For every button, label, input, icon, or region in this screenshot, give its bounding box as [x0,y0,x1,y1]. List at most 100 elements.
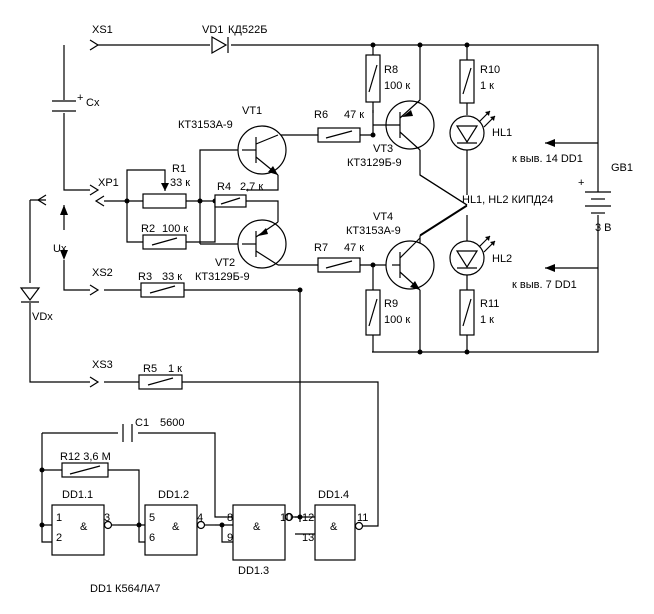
gate-dd1-4 [314,504,364,561]
vdx-label: VDx [32,311,53,323]
dd13-label: DD1.3 [238,565,269,577]
r6-label: R6 [314,109,328,121]
cx-plus: + [77,92,83,104]
xp1-label: XP1 [98,177,119,189]
xs1-connector [89,39,100,51]
resistor-r3 [140,282,185,298]
dd1-type: DD1 К564ЛА7 [90,583,161,595]
vt4-type: КТ3153А-9 [346,225,401,237]
resistor-r5 [138,374,183,390]
battery-gb1 [585,137,611,214]
r5-label: R5 [143,363,157,375]
pin-12: 12 [302,512,314,524]
diode-vdx [19,287,41,303]
resistor-r7 [317,257,361,273]
gate4-symbol: & [330,521,338,533]
pin-13: 13 [302,532,314,544]
resistor-r6 [317,127,361,143]
capacitor-cx [52,100,76,112]
transistor-vt4 [385,237,435,291]
r12-label: R12 3,6 М [60,451,111,463]
transistor-vt3 [373,99,435,151]
r3-value: 33 к [162,271,182,283]
gb1-label: GB1 [611,162,633,174]
vd1-label: VD1 [202,24,223,36]
gb-plus: + [578,177,584,189]
transistor-vt2 [237,219,287,269]
resistor-r4 [214,194,247,208]
logic-gates [51,504,364,561]
gate-dd1-3 [232,504,300,561]
connector-symbols [36,39,555,388]
r10-label: R10 [480,64,500,76]
r9-label: R9 [384,298,398,310]
xs1-label: XS1 [92,24,113,36]
c1-label: C1 [135,417,149,429]
gate2-symbol: & [172,521,180,533]
resistor-r12 [61,462,109,478]
ux-label: Ux [53,243,67,255]
vt1-label: VT1 [242,105,262,117]
vt2-type: КТ3129Б-9 [195,271,250,283]
diode-vd1 [211,35,229,55]
pin7-label: к выв. 7 DD1 [512,279,577,291]
hl2-label: HL2 [492,253,512,265]
r1-value: 33 к [170,177,190,189]
r9-value: 100 к [384,314,410,326]
r2-value: 100 к [162,223,188,235]
c1-value: 5600 [160,417,184,429]
r4-value: 2,7 к [240,181,263,193]
text-labels: XS1 VD1 КД522Б + Cx XP1 R1 33 к R4 2,7 к… [32,24,633,595]
led-hl2 [449,235,496,276]
xs3-label: XS3 [92,359,113,371]
r5-value: 1 к [168,363,182,375]
cx-label: Cx [86,97,100,109]
r8-value: 100 к [384,80,410,92]
r7-value: 47 к [344,242,364,254]
pin-8: 8 [227,512,233,524]
vt4-label: VT4 [373,211,393,223]
resistor-r1 [142,183,187,209]
vd1-type: КД522Б [228,24,267,36]
resistor-r8 [365,54,381,103]
pin14-label: к выв. 14 DD1 [512,153,583,165]
r10-value: 1 к [480,80,494,92]
r11-value: 1 к [480,314,494,326]
gb-voltage: 3 В [595,222,612,234]
r4-label: R4 [217,181,231,193]
resistor-r2 [142,234,187,250]
pin-10: 10 [280,512,292,524]
resistor-r11 [459,289,475,336]
hl-type: HL1, HL2 КИПД24 [462,194,553,206]
vt1-type: КТ3153А-9 [178,119,233,131]
gate-dd1-1 [51,504,118,556]
xs2-label: XS2 [92,267,113,279]
led-hl1 [449,110,496,151]
pin-4: 4 [197,512,203,524]
capacitor-c1 [122,424,133,442]
dd11-label: DD1.1 [62,489,93,501]
gate1-symbol: & [80,521,88,533]
gate-dd1-2 [144,504,215,556]
gate3-symbol: & [253,521,261,533]
dd14-label: DD1.4 [318,489,349,501]
pin-3: 3 [104,512,110,524]
xs3-connector [89,376,100,388]
resistor-r10 [459,59,475,104]
hl1-label: HL1 [492,127,512,139]
ux-connector-top [36,194,47,206]
r11-label: R11 [480,298,499,310]
r7-label: R7 [314,242,328,254]
pin-1: 1 [56,512,62,524]
vt3-label: VT3 [373,143,393,155]
r2-label: R2 [141,223,155,235]
pin-9: 9 [227,532,233,544]
wiring [29,44,599,543]
r6-value: 47 к [344,109,364,121]
r3-label: R3 [138,271,152,283]
resistor-r9 [365,289,381,336]
dd12-label: DD1.2 [158,489,189,501]
xp1-connector-top [89,184,100,196]
resistors [61,54,475,478]
